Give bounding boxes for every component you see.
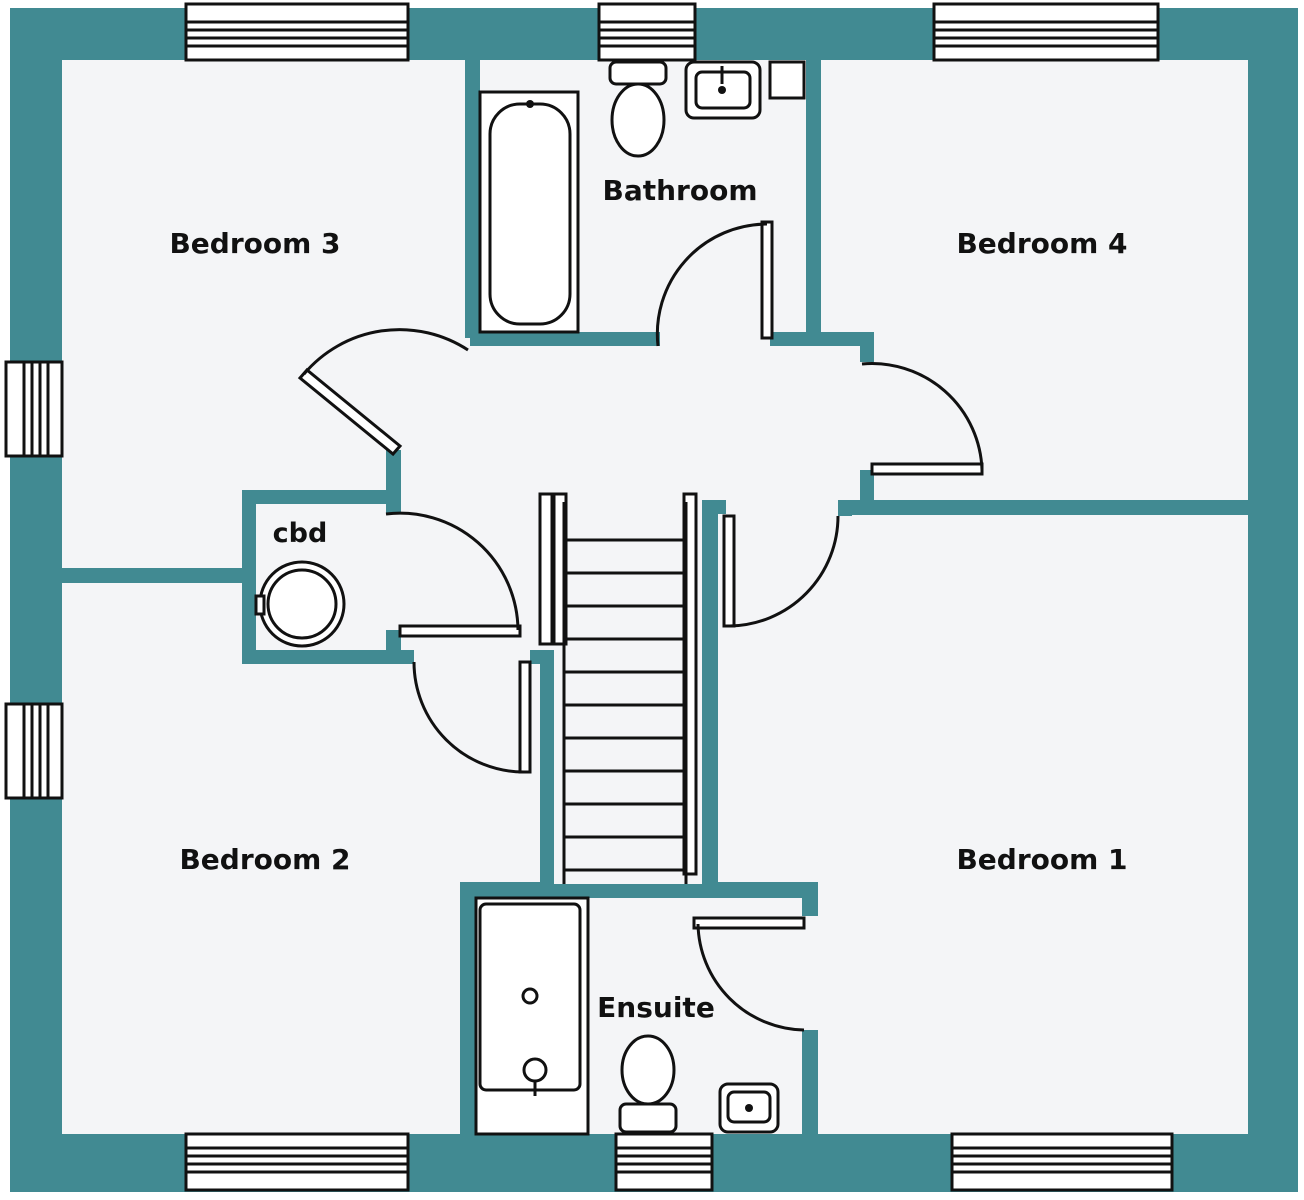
bathroom-fixtures	[478, 60, 806, 334]
windows	[4, 2, 1174, 1192]
window-top-left	[184, 2, 410, 62]
window-top-middle	[597, 2, 697, 62]
door-cbd	[385, 511, 522, 638]
door-bedroom-1	[722, 514, 840, 628]
ensuite-fixtures	[474, 896, 780, 1136]
doors	[297, 220, 984, 1032]
door-bathroom	[655, 220, 774, 347]
basin	[684, 60, 762, 120]
stair-treads	[564, 538, 686, 872]
interior-walls	[62, 60, 1248, 1134]
label-bedroom-3: Bedroom 3	[169, 227, 340, 260]
label-bathroom: Bathroom	[602, 174, 757, 207]
basin-ensuite	[718, 1082, 780, 1134]
door-ensuite	[692, 916, 806, 1032]
window-left-upper	[4, 360, 64, 458]
toilet	[608, 60, 668, 158]
label-cbd: cbd	[273, 518, 328, 549]
door-bedroom-2	[412, 660, 532, 774]
label-bedroom-1: Bedroom 1	[956, 843, 1127, 876]
door-bedroom-4	[861, 362, 984, 476]
label-bedroom-4: Bedroom 4	[956, 227, 1127, 260]
window-bottom-middle	[614, 1132, 714, 1192]
hot-water-cylinder	[254, 560, 346, 648]
window-top-right	[932, 2, 1160, 62]
window-left-lower	[4, 702, 64, 800]
window-bottom-right	[950, 1132, 1174, 1192]
label-bedroom-2: Bedroom 2	[179, 843, 350, 876]
toilet-ensuite	[618, 1034, 678, 1134]
room-labels: Bedroom 3 Bathroom Bedroom 4 cbd Bedroom…	[169, 174, 1127, 1024]
label-ensuite: Ensuite	[597, 991, 715, 1024]
staircase	[538, 492, 702, 884]
window-bottom-left	[184, 1132, 410, 1192]
door-bedroom-3	[297, 328, 469, 457]
